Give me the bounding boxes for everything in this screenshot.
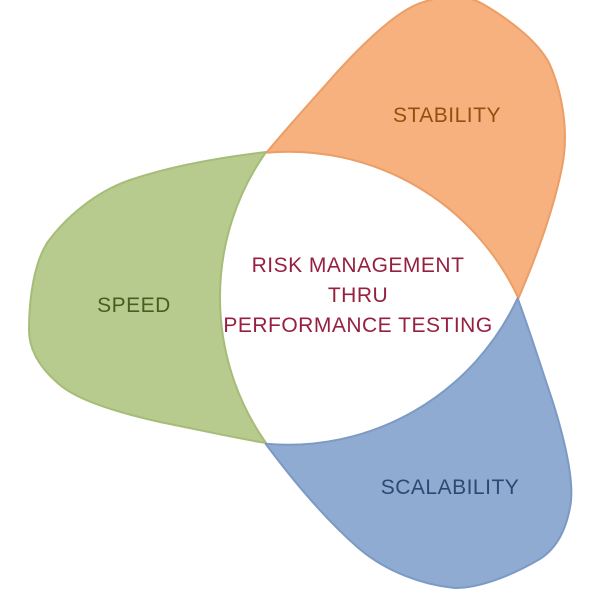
center-title-line-3: PERFORMANCE TESTING bbox=[223, 314, 493, 337]
center-title: RISK MANAGEMENT THRU PERFORMANCE TESTING bbox=[223, 251, 492, 341]
scalability-label: SCALABILITY bbox=[380, 476, 520, 499]
center-title-line-1: RISK MANAGEMENT bbox=[251, 254, 465, 277]
stability-label: STABILITY bbox=[393, 104, 501, 127]
speed-label: SPEED bbox=[97, 294, 171, 317]
center-title-line-2: THRU bbox=[327, 284, 389, 307]
scalability-petal-shape bbox=[264, 297, 600, 600]
